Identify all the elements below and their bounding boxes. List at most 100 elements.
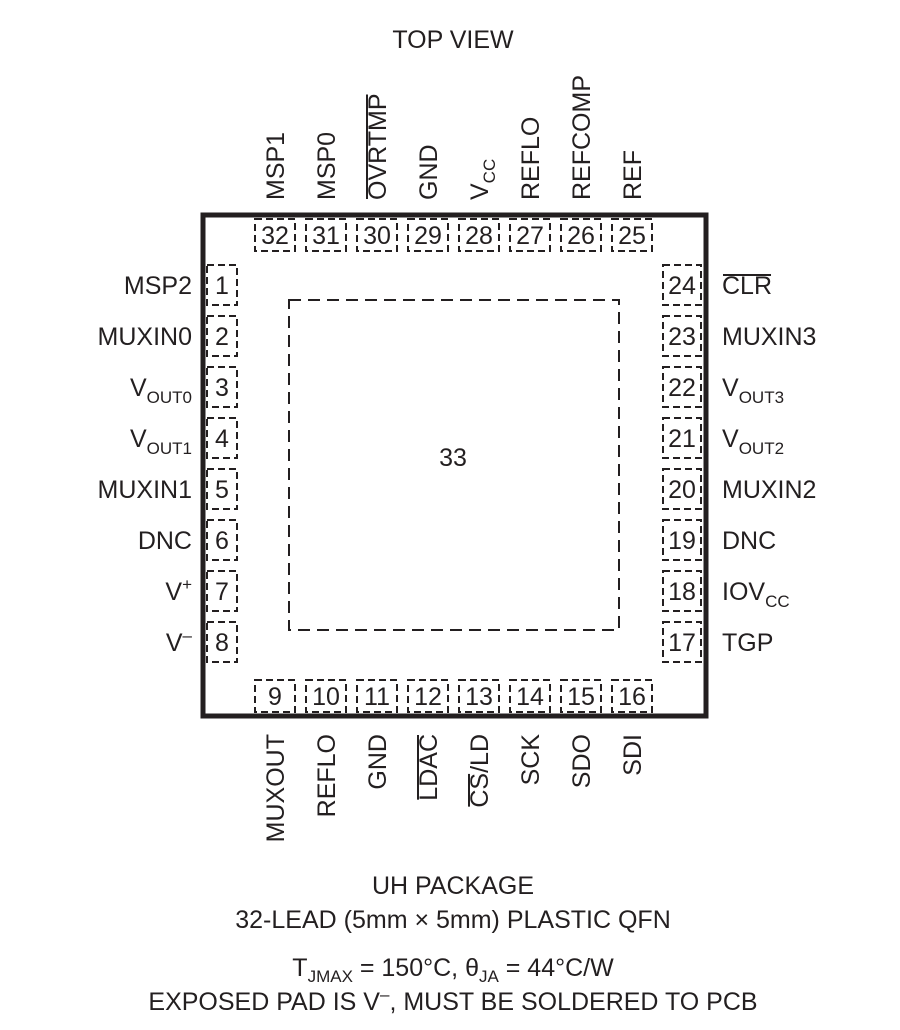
pin-number: 30 <box>363 222 391 250</box>
pin-label-main: GND <box>415 144 443 200</box>
pin-label: MUXIN0 <box>98 323 192 351</box>
pin-label-main: MSP2 <box>124 272 192 300</box>
pin-pad <box>662 468 702 510</box>
top-view-title: TOP VIEW <box>392 26 514 54</box>
pin-number: 12 <box>414 683 442 711</box>
pin-number: 8 <box>215 629 229 657</box>
caption-thermal: TJMAX = 150°C, θJA = 44°C/W <box>292 954 614 986</box>
pin-number: 25 <box>618 222 646 250</box>
pin-label: LDAC <box>415 734 443 801</box>
pin-label: REFLO <box>313 734 341 817</box>
pin-number: 13 <box>465 683 493 711</box>
pin-pad <box>662 366 702 408</box>
pin-label: GND <box>364 734 392 790</box>
pin-number: 1 <box>215 272 229 300</box>
pin-number: 15 <box>567 683 595 711</box>
pin-label-main: MUXIN3 <box>722 323 816 351</box>
pin-number: 19 <box>668 527 696 555</box>
caption-thermal-theta-sub: JA <box>479 967 500 986</box>
pin-label-main: REF <box>619 150 647 200</box>
pin-pad <box>611 679 653 713</box>
pin-number: 3 <box>215 374 229 402</box>
pin-label-main: MUXOUT <box>262 734 290 842</box>
pin-pad <box>305 679 347 713</box>
pin-pad <box>458 218 500 252</box>
pin-27-reflo: 27 REFLO <box>509 117 551 252</box>
pin-pad <box>662 264 702 306</box>
pin-2-muxin0: 2 MUXIN0 <box>98 315 238 357</box>
pin-label-main: REFCOMP <box>568 75 596 200</box>
pin-label: REFCOMP <box>568 75 596 200</box>
pin-number: 4 <box>215 425 229 453</box>
pin-pad <box>206 264 238 306</box>
caption-thermal-end: = 44°C/W <box>499 954 614 982</box>
pin-pad <box>509 218 551 252</box>
pin-number: 2 <box>215 323 229 351</box>
pin-number: 32 <box>261 222 289 250</box>
pin-label: SDI <box>619 734 647 776</box>
pin-pad <box>509 679 551 713</box>
pin-pad <box>662 621 702 663</box>
pin-pad <box>407 679 449 713</box>
pin-label: OVRTMP <box>364 94 392 201</box>
pin-25-ref: 25 REF <box>611 150 653 252</box>
pin-pad <box>662 570 702 612</box>
pin-label: V– <box>166 626 193 657</box>
pin-4-v: 4 VOUT1 <box>130 417 238 459</box>
pin-label-superscript: – <box>183 626 193 645</box>
pin-28-v: 28 VCC <box>458 159 500 252</box>
pin-label: VOUT0 <box>130 374 192 407</box>
pin-number: 18 <box>668 578 696 606</box>
pin-label-main: OVRTMP <box>364 94 392 201</box>
pin-number: 26 <box>567 222 595 250</box>
caption-lead: 32-LEAD (5mm × 5mm) PLASTIC QFN <box>235 906 671 934</box>
pin-label: MUXIN1 <box>98 476 192 504</box>
pin-number: 16 <box>618 683 646 711</box>
pin-label-main: TGP <box>722 629 773 657</box>
pin-label-main: MUXIN0 <box>98 323 192 351</box>
pin-label-main: MUXIN2 <box>722 476 816 504</box>
caption-thermal-theta: θ <box>465 954 479 982</box>
pin-pad <box>206 417 238 459</box>
pin-label-main: REFLO <box>517 117 545 200</box>
pin-label-main: SCK <box>517 734 545 786</box>
pin-number: 22 <box>668 374 696 402</box>
pin-pad <box>206 468 238 510</box>
pin-pad <box>407 218 449 252</box>
pin-label: VOUT1 <box>130 425 192 458</box>
pins-bottom-group: 9MUXOUT10REFLO11GND12LDAC13CS/LD14SCK15S… <box>254 679 653 842</box>
pin-pad <box>206 570 238 612</box>
pin-label: DNC <box>138 527 192 555</box>
pin-number: 27 <box>516 222 544 250</box>
pin-label-main: MSP0 <box>313 132 341 200</box>
package-outline <box>200 212 709 719</box>
caption-package: UH PACKAGE <box>372 872 534 900</box>
pin-label: MUXOUT <box>262 734 290 842</box>
pin-label: VCC <box>466 159 499 200</box>
caption-exposed-sup: – <box>380 985 390 1004</box>
pin-label-main: V <box>466 183 494 200</box>
pin-label-main: V <box>722 425 739 453</box>
caption-thermal-t: T <box>292 954 307 982</box>
pin-pad <box>611 218 653 252</box>
pin-label: SDO <box>568 734 596 788</box>
caption-exposed-post: , MUST BE SOLDERED TO PCB <box>389 988 757 1016</box>
pin-pad <box>206 315 238 357</box>
pin-number: 28 <box>465 222 493 250</box>
